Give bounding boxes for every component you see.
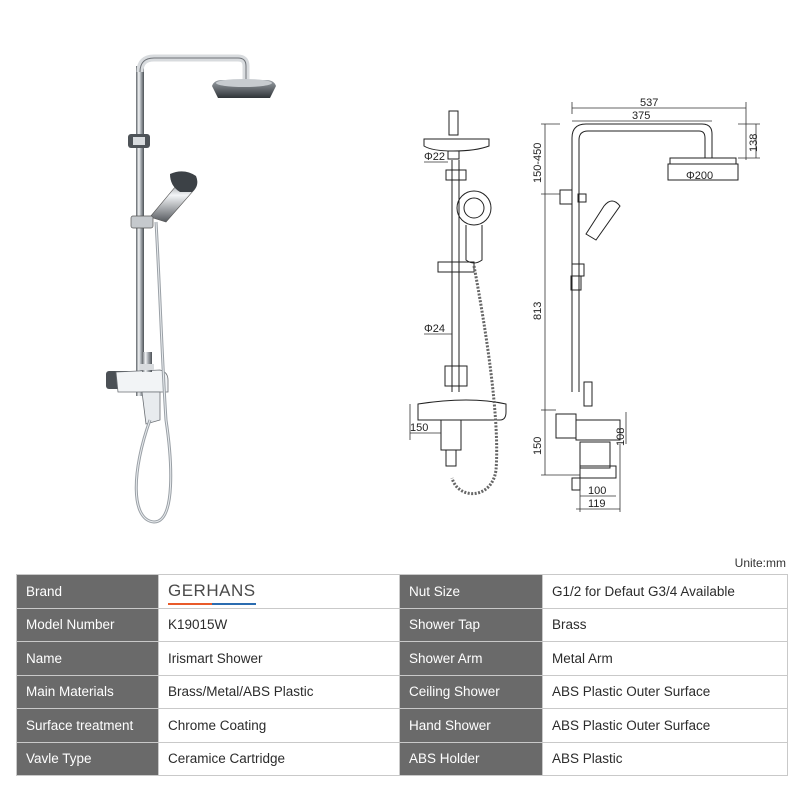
product-figure: Φ22 Φ24 150 — [106, 54, 760, 524]
spec-key: Shower Tap — [399, 607, 543, 642]
shower-photo — [106, 54, 276, 524]
spec-key: Hand Shower — [399, 708, 543, 743]
side-view-drawing — [555, 123, 739, 491]
spec-value: K19015W — [158, 607, 400, 642]
dim-138: 138 — [748, 134, 760, 152]
dim-108: 108 — [615, 428, 627, 446]
spec-key: Shower Arm — [399, 641, 543, 676]
dim-100: 100 — [588, 485, 606, 497]
spec-value: Ceramice Cartridge — [158, 741, 400, 776]
dim-phi200: Φ200 — [686, 170, 713, 182]
spec-value: ABS Plastic Outer Surface — [542, 708, 788, 743]
spec-key: Brand — [16, 574, 159, 609]
dim-phi22: Φ22 — [424, 151, 445, 163]
spec-key: Model Number — [16, 607, 159, 642]
spec-value: Brass — [542, 607, 788, 642]
side-view-dimension-lines — [541, 102, 760, 512]
spec-key: Vavle Type — [16, 741, 159, 776]
spec-key: Ceiling Shower — [399, 674, 543, 709]
spec-key: Main Materials — [16, 674, 159, 709]
dim-119: 119 — [588, 498, 606, 510]
spec-key: Name — [16, 641, 159, 676]
spec-value: Irismart Shower — [158, 641, 400, 676]
spec-value: GERHANS — [158, 574, 400, 609]
spec-key: Nut Size — [399, 574, 543, 609]
spec-key: Surface treatment — [16, 708, 159, 743]
brand-logo: GERHANS — [168, 581, 256, 606]
dim-150-front: 150 — [410, 422, 428, 434]
dim-813: 813 — [532, 302, 544, 320]
spec-value: Brass/Metal/ABS Plastic — [158, 674, 400, 709]
front-view-dimension-lines — [409, 161, 452, 440]
spec-value: G1/2 for Defaut G3/4 Available — [542, 574, 788, 609]
spec-value: ABS Plastic — [542, 741, 788, 776]
dim-375: 375 — [632, 110, 650, 122]
spec-value: Metal Arm — [542, 641, 788, 676]
dim-phi24: Φ24 — [424, 323, 445, 335]
spec-value: ABS Plastic Outer Surface — [542, 674, 788, 709]
dim-150-side: 150 — [532, 437, 544, 455]
spec-value: Chrome Coating — [158, 708, 400, 743]
dim-537: 537 — [640, 97, 658, 109]
unit-note: Unite:mm — [734, 556, 786, 570]
dim-150-450: 150-450 — [532, 143, 544, 183]
front-view-drawing — [417, 110, 507, 495]
spec-key: ABS Holder — [399, 741, 543, 776]
